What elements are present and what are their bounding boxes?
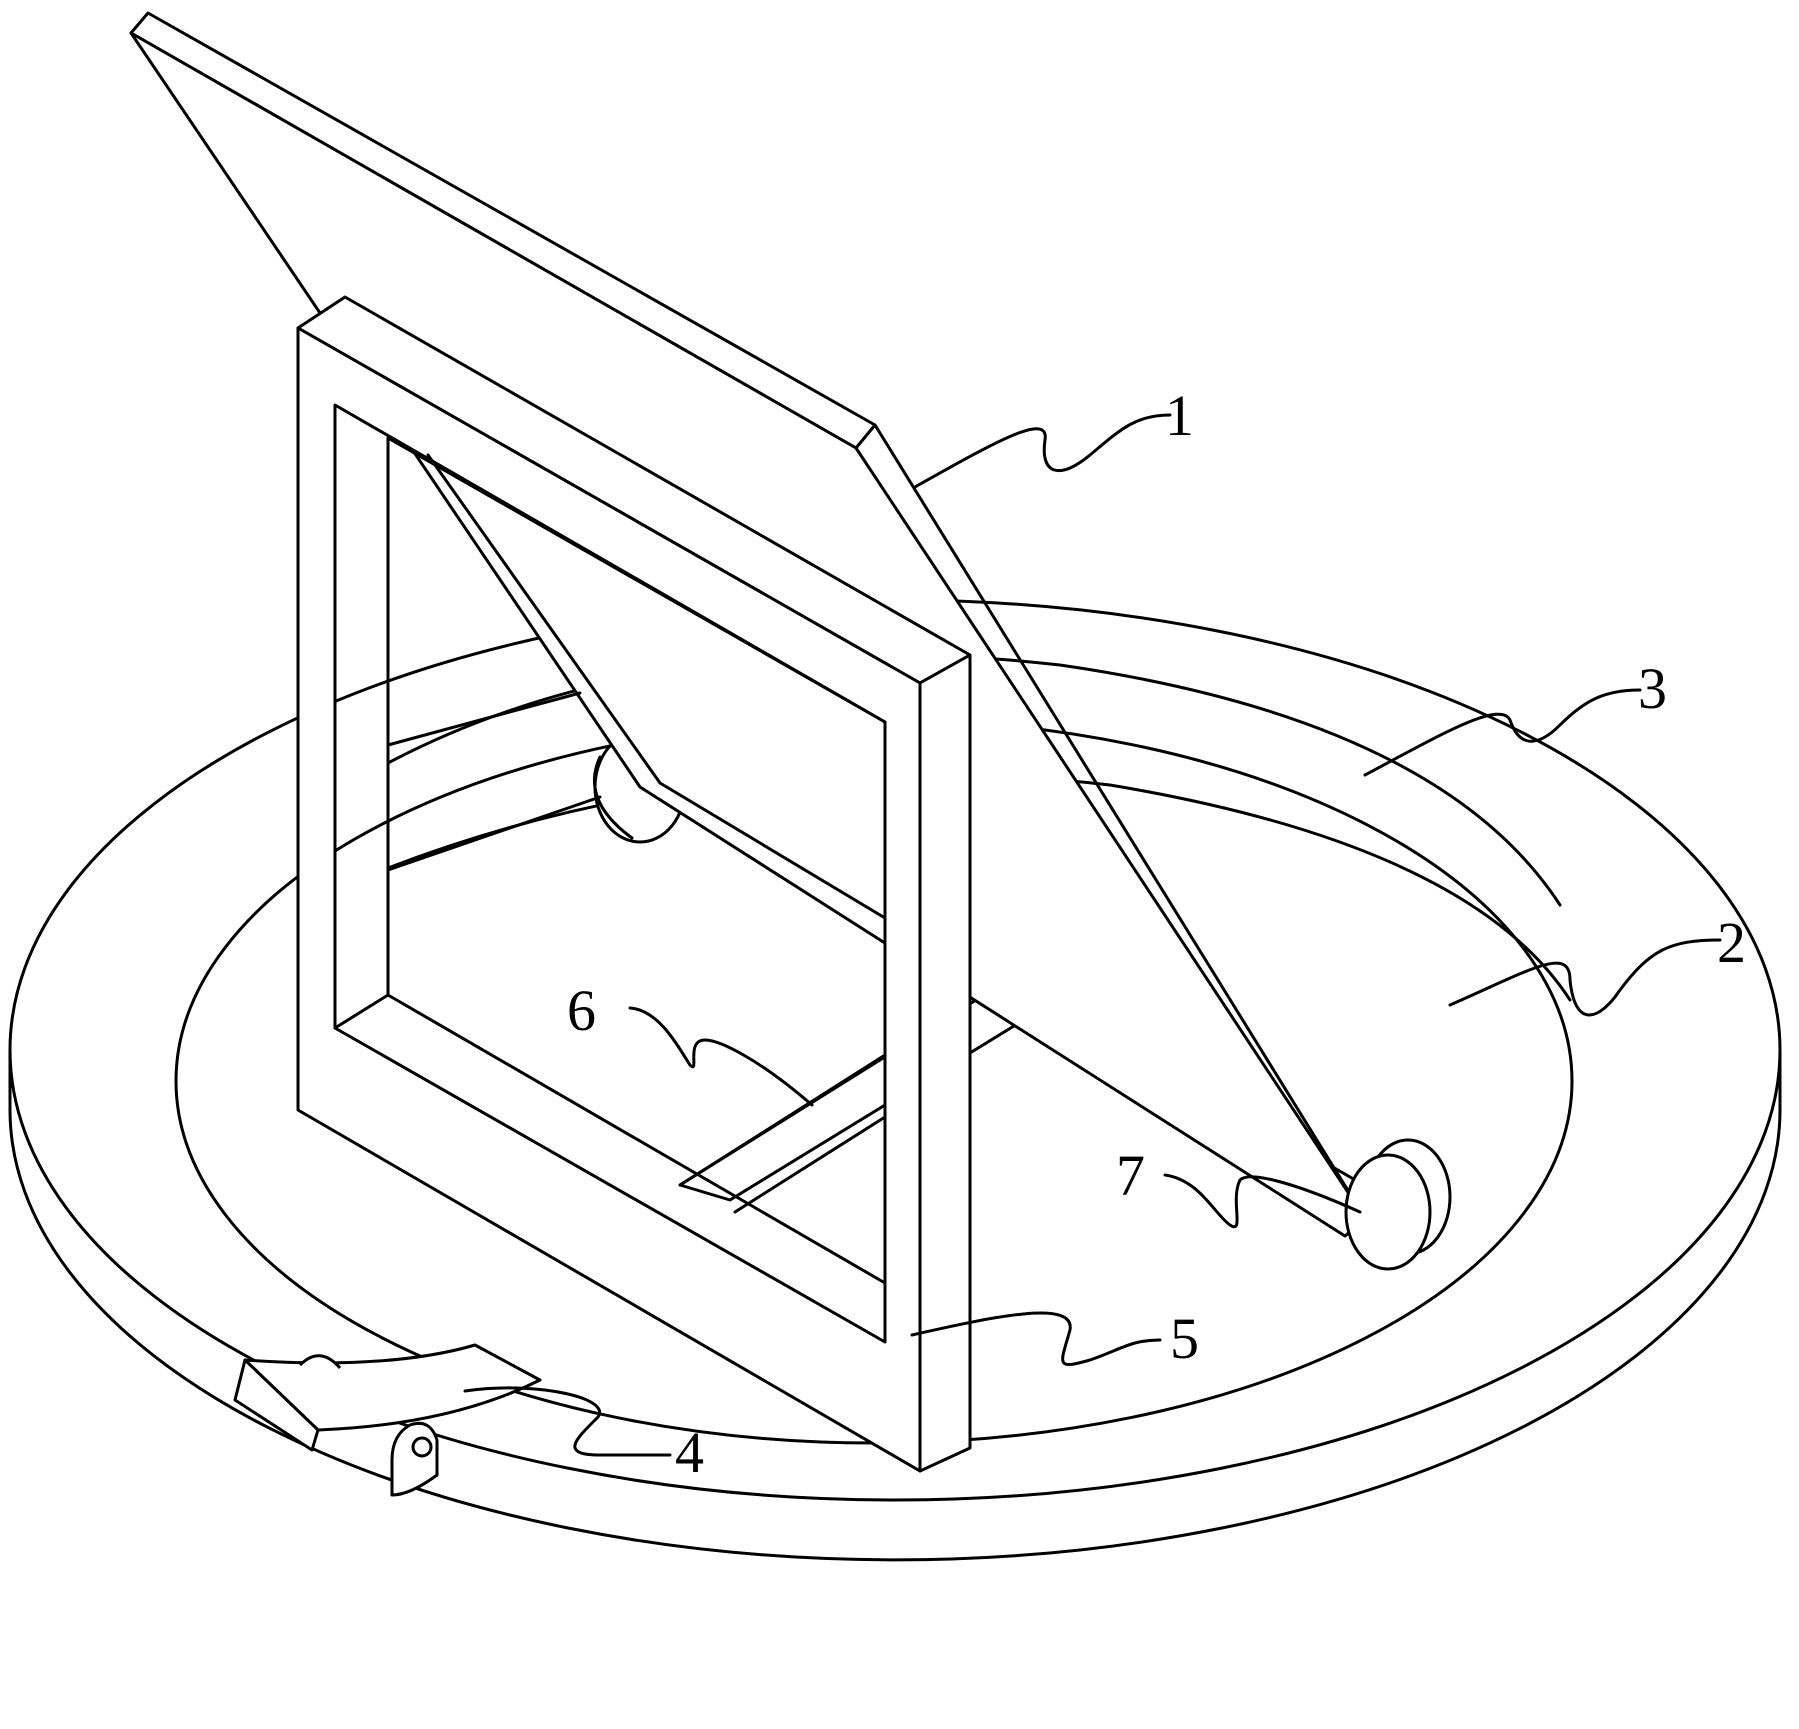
ring-inner-arc: [386, 771, 1572, 1002]
leader-5: [910, 1311, 1162, 1366]
part-label-7: 7: [1116, 1143, 1145, 1208]
leader-6: [628, 1006, 814, 1107]
frame-inner-bottom: [386, 993, 887, 1285]
counterweight: [1344, 1153, 1432, 1271]
brace-through-frame: [678, 1053, 887, 1187]
part-label-5: 5: [1170, 1306, 1199, 1371]
part-label-1: 1: [1165, 383, 1194, 448]
latch-arc-block: [233, 1358, 320, 1452]
panel-through-frame: [426, 453, 887, 920]
frame-inner-top: [386, 436, 887, 724]
brace-through-frame-2: [733, 1115, 887, 1214]
part-label-2: 2: [1717, 910, 1746, 975]
leader-1: [913, 413, 1172, 489]
latch-hinge: [390, 1421, 439, 1497]
part-label-4: 4: [675, 1420, 704, 1485]
tilted-panel-edge: [873, 423, 1367, 1220]
ring-through-frame-outer: [386, 691, 582, 747]
part-label-3: 3: [1638, 656, 1667, 721]
ring-outer-arc: [386, 652, 1562, 907]
frame-side-face: [918, 653, 972, 1473]
base-disc-rim: [8, 1048, 1782, 1562]
latch-hinge-pin: [411, 1436, 433, 1458]
leader-3: [1363, 688, 1642, 777]
part-label-6: 6: [567, 978, 596, 1043]
leader-2: [1448, 938, 1722, 1017]
leader-4: [463, 1386, 672, 1457]
latch-hinge-knuckle: [298, 1354, 342, 1370]
leader-7: [1163, 1173, 1362, 1229]
ring-through-frame-inner: [386, 795, 602, 872]
